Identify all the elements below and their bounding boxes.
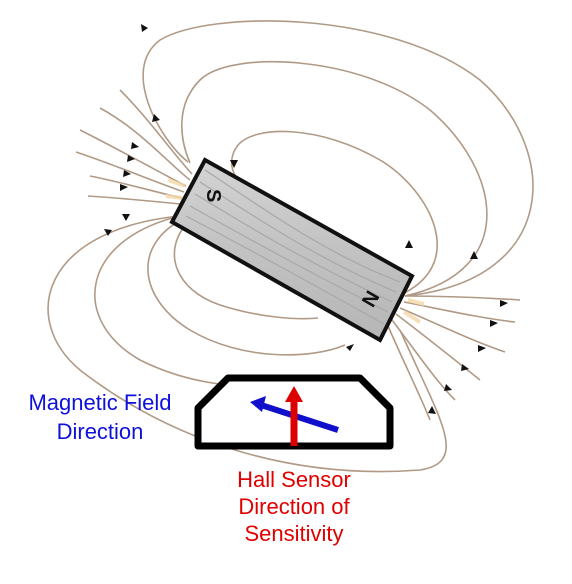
- magnet-inner-lines: [185, 169, 401, 325]
- arrowhead: [500, 300, 508, 307]
- field-line-outer-top: [142, 20, 534, 297]
- hall-sensor: [194, 374, 394, 450]
- arrowhead: [152, 114, 160, 122]
- field-line-fan-left-1: [99, 107, 191, 181]
- field-line-fan-left-5: [87, 195, 181, 205]
- arrowhead: [123, 170, 131, 177]
- arrowhead: [405, 240, 413, 248]
- field-line-inner-bottom: [147, 217, 346, 356]
- arrowhead: [120, 184, 128, 191]
- field-line-fan-right-1: [404, 295, 521, 301]
- arrowhead: [346, 344, 354, 351]
- arrowhead: [131, 142, 139, 149]
- field-line-fan-right-5: [391, 319, 456, 401]
- south-pole-label: S: [202, 189, 224, 202]
- sensor-label-line2: Direction of: [238, 494, 350, 519]
- pole-glow: [165, 178, 425, 324]
- field-line-fan-right-6: [387, 325, 431, 421]
- arrowhead: [444, 384, 452, 391]
- arrowhead: [461, 364, 469, 371]
- field-line-fan-right-3: [399, 307, 506, 353]
- field-line-fan-right-4: [395, 313, 481, 381]
- arrowhead: [428, 406, 436, 414]
- arrowhead: [490, 320, 498, 327]
- bar-magnet: S N: [169, 157, 415, 343]
- field-lines: [47, 20, 534, 473]
- field-line-fan-right-2: [403, 301, 516, 323]
- magnetic-field-direction-label: Magnetic Field Direction: [8, 388, 192, 446]
- field-line-innermost-bottom: [173, 219, 319, 320]
- magnet-body: [169, 157, 415, 343]
- arrowhead: [470, 251, 478, 259]
- arrowhead: [104, 229, 112, 236]
- field-arrowheads: [104, 24, 508, 414]
- field-line-fan-left-6: [119, 89, 193, 175]
- field-line-fan-left-3: [75, 151, 185, 193]
- arrowhead: [127, 155, 135, 162]
- field-direction-arrow: [257, 401, 339, 433]
- arrowhead: [478, 345, 486, 352]
- field-line-inner-top: [230, 130, 438, 297]
- field-direction-arrowhead: [250, 396, 266, 412]
- sensitivity-arrowhead: [285, 386, 303, 402]
- sensor-label-line1: Hall Sensor: [237, 467, 351, 492]
- sensor-label-line3: Sensitivity: [244, 521, 344, 546]
- field-line-mid-top: [181, 60, 488, 297]
- arrowhead: [230, 160, 238, 168]
- hall-sensor-sensitivity-label: Hall Sensor Direction of Sensitivity: [200, 466, 388, 547]
- field-label-line2: Direction: [56, 419, 144, 444]
- arrowhead: [122, 214, 130, 221]
- arrowhead: [141, 24, 148, 32]
- field-label-line1: Magnetic Field: [28, 390, 172, 415]
